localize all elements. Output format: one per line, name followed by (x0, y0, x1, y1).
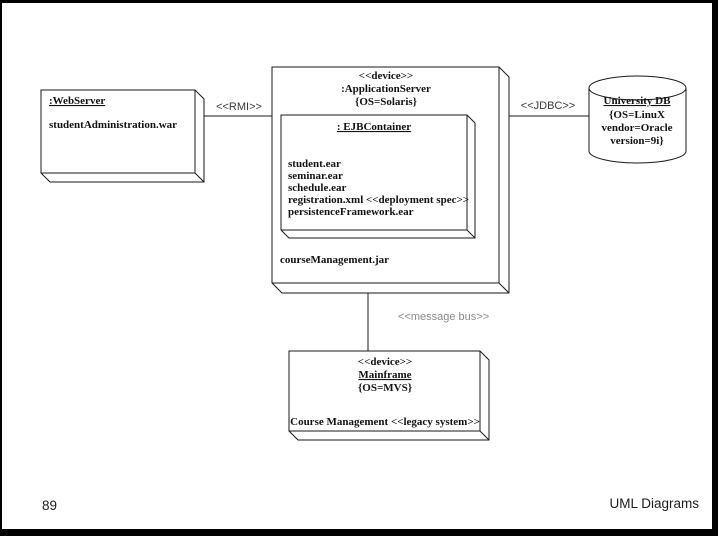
ejb-artifact: schedule.ear (288, 182, 346, 194)
database-cylinder (588, 75, 687, 164)
page-number: 89 (42, 498, 57, 513)
web-server-cube-edges (41, 90, 205, 183)
application-server-stereotype: <<device>> (359, 70, 413, 82)
application-server-title: :ApplicationServer (341, 83, 431, 95)
mainframe-stereotype: <<device>> (358, 356, 412, 368)
ejb-container-cube-edges (281, 115, 476, 239)
mainframe-title: Mainframe (358, 369, 411, 381)
frame-border-top (0, 0, 718, 3)
connector-rmi-label: <<RMI>> (216, 101, 262, 113)
ejb-container-title: : EJBContainer (337, 121, 411, 133)
footer-title: UML Diagrams (609, 496, 699, 511)
node-ejb-container: : EJBContainer student.ear seminar.ear s… (280, 114, 476, 239)
ejb-artifact: persistenceFramework.ear (288, 206, 414, 218)
mainframe-property: {OS=MVS} (358, 382, 412, 394)
connector-message-bus-label: <<message bus>> (398, 311, 489, 323)
frame-border-right (712, 0, 718, 536)
application-server-property: {OS=Solaris} (355, 96, 417, 108)
web-server-title: :WebServer (49, 95, 105, 107)
connector-jdbc-label: <<JDBC>> (521, 100, 575, 112)
database-cylinder-rim (588, 87, 687, 101)
node-web-server: :WebServer studentAdministration.war (40, 89, 205, 183)
ejb-artifact: student.ear (288, 158, 341, 170)
ejb-artifact: registration.xml <<deployment spec>> (288, 194, 469, 206)
mainframe-artifact: Course Management <<legacy system>> (290, 416, 480, 428)
application-server-artifact: courseManagement.jar (280, 254, 389, 266)
mainframe-cube-edges (289, 351, 490, 441)
database-property: vendor=Oracle (601, 122, 672, 134)
web-server-artifact: studentAdministration.war (49, 119, 177, 131)
database-property: {OS=LinuX (609, 109, 665, 121)
database-property: version=9i} (610, 135, 663, 147)
node-university-db: University DB {OS=LinuX vendor=Oracle ve… (588, 75, 687, 164)
ejb-artifact: seminar.ear (288, 170, 343, 182)
application-server-cube-edges (272, 67, 510, 294)
node-mainframe: <<device>> Mainframe {OS=MVS} Course Man… (288, 350, 490, 441)
frame-border-left (0, 0, 2, 536)
database-title: University DB (604, 95, 672, 107)
frame-border-bottom (0, 529, 718, 536)
